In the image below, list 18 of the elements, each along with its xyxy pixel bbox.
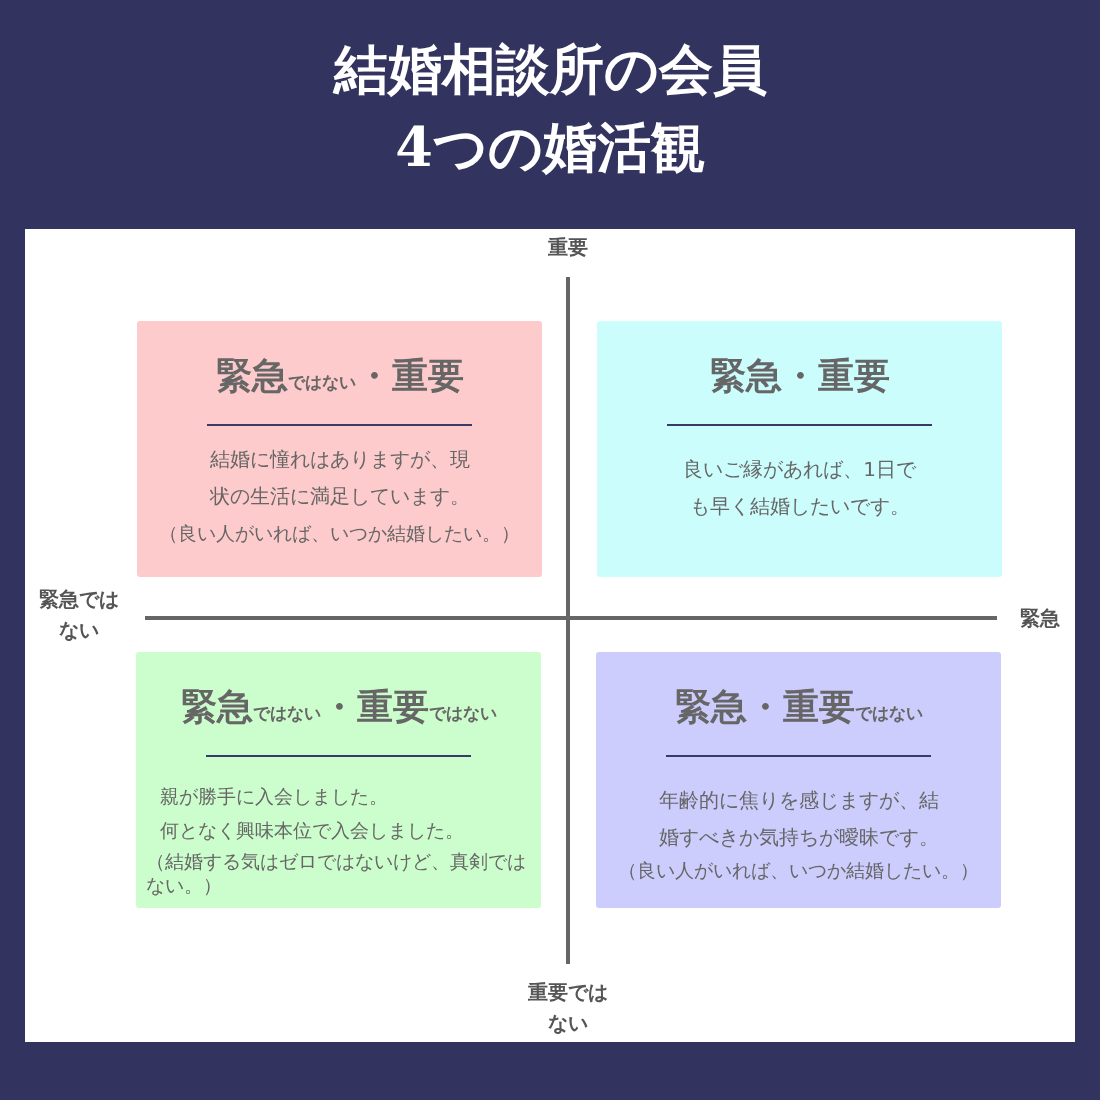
description-text: （良い人がいれば、いつか結婚したい。） [158, 522, 521, 546]
quadrant-card [596, 652, 1001, 908]
axis-label: 緊急 [1019, 605, 1061, 632]
description-text: （結婚する気はゼロではないけど、真剣ではない。） [146, 850, 527, 898]
axis-label: 重要ではない [528, 979, 608, 1037]
quadrant-card [136, 652, 541, 908]
description-text: 良いご縁があれば、1日でも早く結婚したいです。 [682, 456, 917, 520]
description-text: （良い人がいれば、いつか結婚したい。） [617, 859, 980, 883]
quadrant-heading: 緊急・重要 [708, 353, 891, 398]
description-text: 何となく興味本位で入会しました。 [160, 819, 465, 843]
description-text: 親が勝手に入会しました。 [160, 785, 389, 809]
quadrant-card [137, 321, 542, 577]
description-text: 年齢的に焦りを感じますが、結婚すべきか気持ちが曖昧です。 [657, 787, 940, 851]
description-text: 結婚に憧れはありますが、現状の生活に満足しています。 [208, 446, 471, 510]
title: 結婚相談所の会員4つの婚活観 [331, 36, 768, 181]
axis-label: 緊急ではない [39, 586, 119, 644]
axis-label: 重要 [547, 234, 589, 261]
quadrant-card [597, 321, 1002, 577]
